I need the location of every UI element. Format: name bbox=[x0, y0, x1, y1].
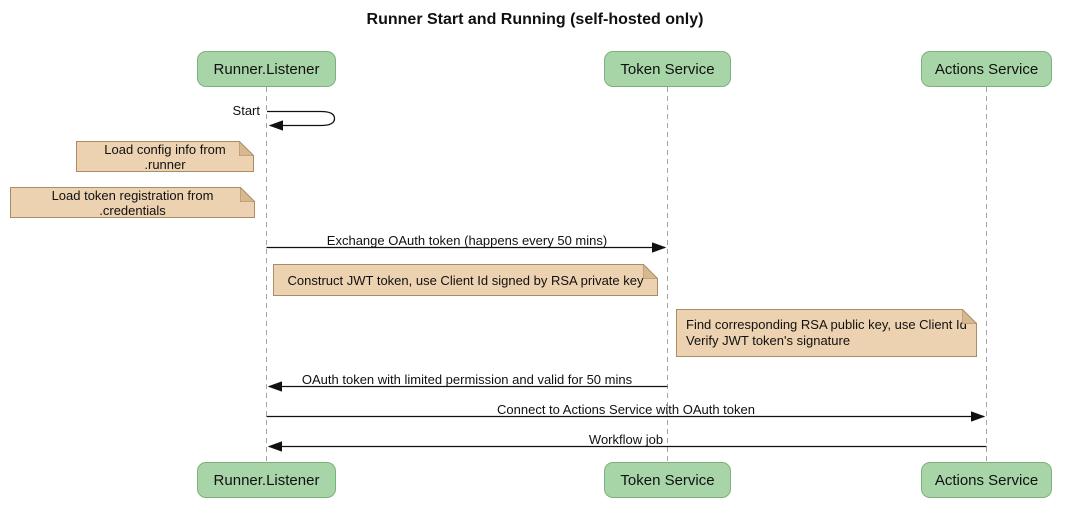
participant-label: Runner.Listener bbox=[213, 471, 320, 489]
message-workflow-job-label: Workflow job bbox=[588, 432, 664, 447]
participant-label: Actions Service bbox=[934, 60, 1039, 78]
diagram-title: Runner Start and Running (self-hosted on… bbox=[366, 11, 704, 28]
participant-runner-listener-bottom: Runner.Listener bbox=[197, 462, 336, 498]
participant-actions-service-top: Actions Service bbox=[921, 51, 1052, 87]
participant-label: Token Service bbox=[620, 60, 715, 78]
note-load-token-registration: Load token registration from .credential… bbox=[10, 187, 255, 218]
note-construct-jwt: Construct JWT token, use Client Id signe… bbox=[273, 264, 658, 296]
message-connect-actions-label: Connect to Actions Service with OAuth to… bbox=[497, 402, 755, 417]
note-fold-icon bbox=[239, 141, 254, 156]
note-fold-icon bbox=[643, 264, 658, 279]
participant-runner-listener-top: Runner.Listener bbox=[197, 51, 336, 87]
message-start-label: Start bbox=[232, 103, 260, 118]
message-exchange-oauth-label: Exchange OAuth token (happens every 50 m… bbox=[326, 233, 608, 248]
note-text: Load config info from .runner bbox=[104, 141, 226, 172]
note-load-config: Load config info from .runner bbox=[76, 141, 254, 172]
note-fold-icon bbox=[962, 309, 977, 324]
note-fold-icon bbox=[240, 187, 255, 202]
self-message-start-arrow bbox=[267, 110, 336, 131]
participant-label: Runner.Listener bbox=[213, 60, 320, 78]
note-find-rsa-key: Find corresponding RSA public key, use C… bbox=[676, 309, 977, 357]
participant-token-service-bottom: Token Service bbox=[604, 462, 731, 498]
note-text: Load token registration from .credential… bbox=[51, 187, 214, 218]
participant-label: Actions Service bbox=[934, 471, 1039, 489]
note-text: Construct JWT token, use Client Id signe… bbox=[287, 272, 644, 288]
participant-actions-service-bottom: Actions Service bbox=[921, 462, 1052, 498]
participant-label: Token Service bbox=[620, 471, 715, 489]
note-text: Find corresponding RSA public key, use C… bbox=[686, 317, 967, 348]
participant-token-service-top: Token Service bbox=[604, 51, 731, 87]
message-oauth-return-label: OAuth token with limited permission and … bbox=[301, 372, 633, 387]
